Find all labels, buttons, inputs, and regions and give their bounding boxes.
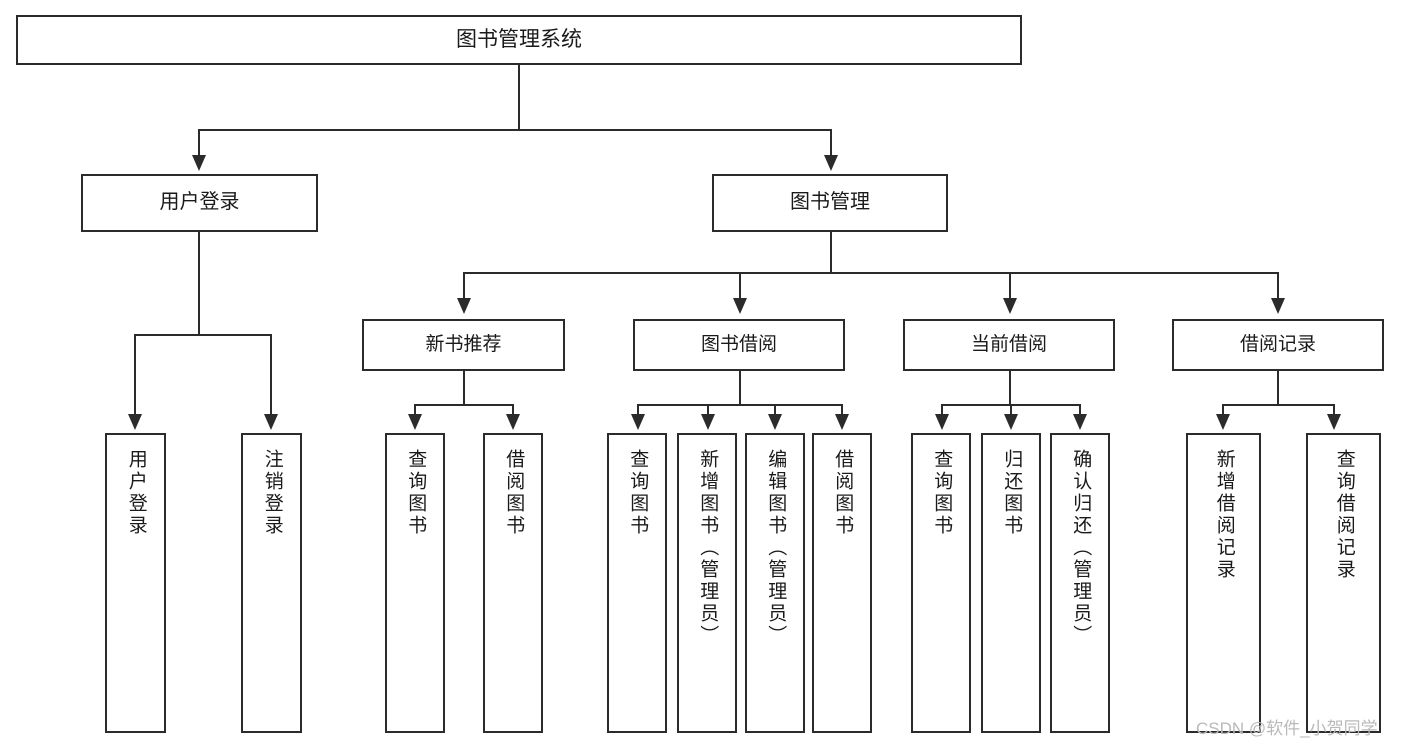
connector-to-book-management — [830, 129, 832, 157]
arrowhead-book-borrow-leaf-1 — [631, 414, 645, 430]
connector-level3-bus — [463, 272, 1278, 274]
connector-new-book-drop-2 — [512, 404, 514, 416]
leaf-current-borrow-return-books[interactable]: 归还图书 — [981, 433, 1041, 733]
leaf-label: 借阅图书 — [503, 449, 525, 537]
arrowhead-to-user-login — [192, 155, 206, 171]
connector-user-login-stem — [198, 232, 200, 335]
connector-current-borrow-drop-3 — [1079, 404, 1081, 416]
arrowhead-current-borrow-leaf-3 — [1073, 414, 1087, 430]
leaf-label: 用户登录 — [125, 449, 147, 537]
node-label: 图书管理系统 — [456, 27, 582, 51]
connector-book-borrow-bus — [637, 404, 843, 406]
node-book-management[interactable]: 图书管理 — [712, 174, 948, 232]
node-label: 图书管理 — [790, 191, 870, 214]
connector-book-borrow-drop-3 — [774, 404, 776, 416]
connector-borrow-record-bus — [1222, 404, 1335, 406]
leaf-label: 查询图书 — [405, 449, 427, 537]
connector-book-borrow-drop-1 — [637, 404, 639, 416]
connector-level2-bus — [198, 129, 832, 131]
node-label: 图书借阅 — [700, 333, 777, 355]
node-label: 新书推荐 — [425, 333, 502, 355]
connector-book-management-stem — [830, 232, 832, 274]
arrowhead-to-book-borrow — [733, 298, 747, 314]
node-label: 用户登录 — [159, 191, 240, 214]
connector-book-borrow-drop-2 — [707, 404, 709, 416]
connector-user-login-drop-1 — [134, 334, 136, 416]
arrowhead-to-current-borrow — [1003, 298, 1017, 314]
leaf-label: 查询图书 — [931, 449, 953, 537]
leaf-book-borrow-add-book-admin[interactable]: 新增图书（管理员） — [677, 433, 737, 733]
connector-to-book-borrow — [739, 272, 741, 300]
connector-new-book-stem — [463, 371, 465, 405]
connector-current-borrow-drop-1 — [941, 404, 943, 416]
leaf-current-borrow-confirm-return-admin[interactable]: 确认归还（管理员） — [1050, 433, 1110, 733]
arrowhead-current-borrow-leaf-2 — [1004, 414, 1018, 430]
arrowhead-book-borrow-leaf-2 — [701, 414, 715, 430]
connector-book-borrow-drop-4 — [841, 404, 843, 416]
arrowhead-book-borrow-leaf-3 — [768, 414, 782, 430]
leaf-label: 新增借阅记录 — [1213, 449, 1235, 581]
leaf-label: 归还图书 — [1001, 449, 1023, 537]
leaf-label: 查询借阅记录 — [1333, 449, 1355, 581]
leaf-book-borrow-edit-book-admin[interactable]: 编辑图书（管理员） — [745, 433, 805, 733]
arrowhead-to-book-management — [824, 155, 838, 171]
connector-new-book-drop-1 — [414, 404, 416, 416]
connector-to-new-book-recommend — [463, 272, 465, 300]
arrowhead-new-book-leaf-1 — [408, 414, 422, 430]
node-borrow-record[interactable]: 借阅记录 — [1172, 319, 1384, 371]
arrowhead-new-book-leaf-2 — [506, 414, 520, 430]
leaf-user-login-logout[interactable]: 注销登录 — [241, 433, 302, 733]
leaf-borrow-record-add-record[interactable]: 新增借阅记录 — [1186, 433, 1261, 733]
connector-borrow-record-stem — [1277, 371, 1279, 405]
leaf-label: 确认归还（管理员） — [1070, 449, 1092, 647]
leaf-new-book-query-books[interactable]: 查询图书 — [385, 433, 445, 733]
connector-user-login-bus — [134, 334, 272, 336]
connector-book-borrow-stem — [739, 371, 741, 405]
leaf-new-book-borrow-books[interactable]: 借阅图书 — [483, 433, 543, 733]
leaf-label: 注销登录 — [261, 449, 283, 537]
node-root-book-management-system[interactable]: 图书管理系统 — [16, 15, 1022, 65]
connector-borrow-record-drop-2 — [1333, 404, 1335, 416]
arrowhead-user-login-leaf-2 — [264, 414, 278, 430]
leaf-borrow-record-query-record[interactable]: 查询借阅记录 — [1306, 433, 1381, 733]
connector-current-borrow-drop-2 — [1010, 404, 1012, 416]
arrowhead-to-borrow-record — [1271, 298, 1285, 314]
leaf-user-login-login[interactable]: 用户登录 — [105, 433, 166, 733]
node-label: 借阅记录 — [1239, 333, 1316, 355]
arrowhead-borrow-record-leaf-1 — [1216, 414, 1230, 430]
node-new-book-recommend[interactable]: 新书推荐 — [362, 319, 565, 371]
node-label: 当前借阅 — [970, 333, 1047, 355]
leaf-label: 编辑图书（管理员） — [765, 449, 787, 647]
connector-root-stem — [518, 65, 520, 130]
arrowhead-user-login-leaf-1 — [128, 414, 142, 430]
node-current-borrow[interactable]: 当前借阅 — [903, 319, 1115, 371]
connector-current-borrow-stem — [1009, 371, 1011, 405]
leaf-book-borrow-query-books[interactable]: 查询图书 — [607, 433, 667, 733]
connector-to-borrow-record — [1277, 272, 1279, 300]
leaf-current-borrow-query-books[interactable]: 查询图书 — [911, 433, 971, 733]
arrowhead-current-borrow-leaf-1 — [935, 414, 949, 430]
connector-user-login-drop-2 — [270, 334, 272, 416]
connector-to-user-login — [198, 129, 200, 157]
arrowhead-book-borrow-leaf-4 — [835, 414, 849, 430]
leaf-label: 新增图书（管理员） — [697, 449, 719, 647]
leaf-book-borrow-borrow-books[interactable]: 借阅图书 — [812, 433, 872, 733]
connector-to-current-borrow — [1009, 272, 1011, 300]
arrowhead-to-new-book-recommend — [457, 298, 471, 314]
connector-borrow-record-drop-1 — [1222, 404, 1224, 416]
arrowhead-borrow-record-leaf-2 — [1327, 414, 1341, 430]
node-user-login[interactable]: 用户登录 — [81, 174, 318, 232]
leaf-label: 借阅图书 — [832, 449, 854, 537]
leaf-label: 查询图书 — [627, 449, 649, 537]
connector-new-book-bus — [414, 404, 514, 406]
node-book-borrow[interactable]: 图书借阅 — [633, 319, 845, 371]
